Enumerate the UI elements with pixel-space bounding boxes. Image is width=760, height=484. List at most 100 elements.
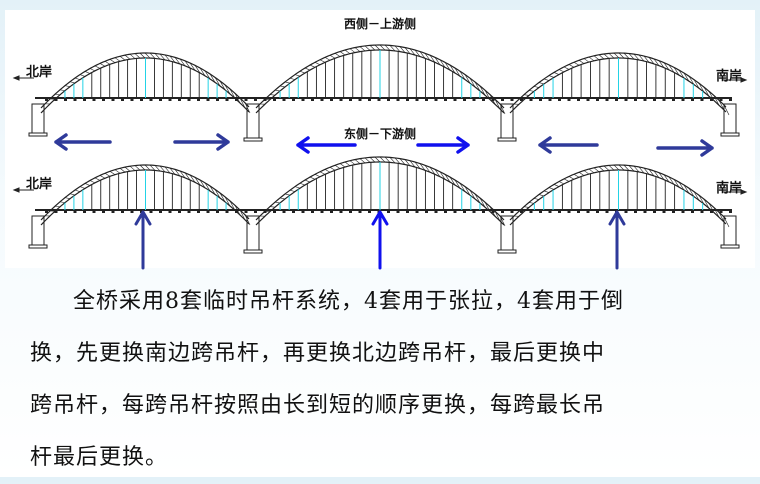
arch-truss [360,159,365,163]
arch-truss [65,86,70,87]
arch-truss [320,60,325,63]
arch-truss [574,62,579,65]
arch-truss [340,164,345,167]
deck-beam [311,98,314,101]
arch-truss [375,45,380,50]
arch-truss [310,65,315,67]
arch-truss [564,179,569,182]
deck-beam [501,98,504,101]
arch-truss [300,71,305,73]
paragraph-line: 跨吊杆，每跨吊杆按照由长到短的顺序更换，每跨最长吊 [30,380,745,432]
deck-beam [349,210,352,213]
arch-truss [599,167,604,171]
deck-beam [321,210,324,213]
arch-truss [544,191,549,193]
arch-truss [589,57,594,61]
arch-truss [325,169,330,172]
deck-beam [463,98,466,101]
pier-footing [498,250,516,253]
paragraph-line: 杆最后更换。 [30,432,745,484]
deck-beam [653,210,656,213]
deck-beam [691,210,694,213]
deck-beam [321,98,324,101]
arch-truss [65,198,70,199]
deck-beam [615,98,618,101]
pier-footing [244,138,262,141]
arch-truss [350,49,355,53]
paragraph-line: 换，先更换南边跨吊杆，再更换北边跨吊杆，最后更换中 [30,328,745,380]
deck-beam [121,210,124,213]
deck-beam [74,210,77,213]
deck-beam [254,210,257,213]
up-arrow-icon [610,212,624,268]
arch-truss [340,52,345,55]
arch-truss [579,172,584,175]
deck-beam [454,210,457,213]
deck-beam [606,98,609,101]
deck-beam [397,210,400,213]
arch-truss [295,187,300,189]
arch-truss [614,53,619,58]
deck-beam [368,98,371,101]
arch-truss [619,165,624,170]
deck-beam [625,210,628,213]
pier [247,104,259,139]
deck-beam [245,210,248,213]
deck-beam [311,210,314,213]
deck-beam [378,98,381,101]
deck-beam [397,98,400,101]
arch-truss [559,70,564,72]
arch-truss [345,50,350,54]
up-arrow-icon [373,212,387,268]
deck-beam [368,210,371,213]
deck-beam [102,98,105,101]
deck-beam [340,210,343,213]
deck-beam [188,98,191,101]
deck-beam [634,210,637,213]
arch-truss [554,72,559,74]
deck-beam [672,210,675,213]
arch-truss [130,54,135,58]
deck-beam [406,210,409,213]
arch-truss [594,168,599,172]
deck-beam [74,98,77,101]
pier-footing [244,250,262,253]
deck-beam [577,98,580,101]
deck-beam [197,210,200,213]
deck-beam [634,98,637,101]
pier-footing [29,245,47,248]
deck-beam [653,98,656,101]
up-arrow-icon [136,212,150,268]
deck-beam [482,210,485,213]
arch-truss [290,190,295,191]
deck-beam [729,210,732,213]
deck-beam [83,210,86,213]
arch-truss [145,165,150,170]
arch-truss [270,207,275,208]
deck-beam [435,210,438,213]
arch-truss [370,45,375,50]
deck-beam [226,98,229,101]
arch-truss [604,54,609,58]
deck-beam [340,98,343,101]
deck-beam [729,98,732,101]
arch-truss [115,170,120,174]
arch-truss [619,53,624,58]
deck-beam [530,98,533,101]
arch-truss [529,90,534,91]
arch-truss [534,198,539,199]
deck-beam [169,210,172,213]
arch-truss [544,79,549,81]
deck-beam [226,210,229,213]
deck-beam [121,98,124,101]
deck-beam [387,98,390,101]
deck-beam [178,210,181,213]
deck-beam [549,210,552,213]
deck-beam [112,98,115,101]
deck-beam [159,98,162,101]
deck-beam [359,210,362,213]
arch-truss [135,54,140,59]
deck-beam [254,98,257,101]
arch-truss [564,67,569,70]
deck-beam [406,98,409,101]
